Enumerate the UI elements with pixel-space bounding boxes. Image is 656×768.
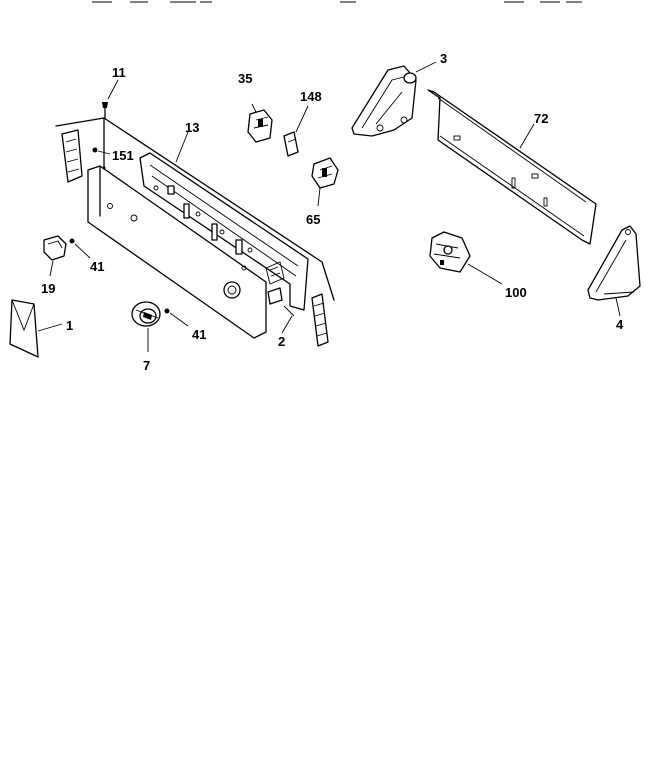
part-41-fastener-left: [69, 238, 91, 259]
part-65-switch: [311, 157, 339, 207]
callout-35: 35: [238, 71, 252, 86]
part-41-fastener-right: [164, 308, 189, 327]
callout-3: 3: [440, 51, 447, 66]
part-72-back-panel: [427, 89, 597, 245]
callout-41-right: 41: [192, 327, 206, 342]
console-back-outline: [103, 117, 335, 301]
callout-7: 7: [143, 358, 150, 373]
callout-13: 13: [185, 120, 199, 135]
callout-41-left: 41: [90, 259, 104, 274]
callout-4: 4: [616, 317, 624, 332]
callout-1: 1: [66, 318, 73, 333]
main-front-panel: [87, 165, 267, 339]
callout-148: 148: [300, 89, 322, 104]
part-100-module: [429, 231, 503, 285]
part-19-knob: [43, 235, 67, 277]
callout-151: 151: [112, 148, 134, 163]
part-35-switch: [247, 103, 273, 143]
callout-72: 72: [534, 111, 548, 126]
callout-11: 11: [112, 65, 126, 80]
callout-19: 19: [41, 281, 55, 296]
part-7-timer-knob: [131, 301, 161, 352]
part-1-envelope: [9, 299, 63, 358]
part-3-bracket-left: [351, 61, 437, 137]
callout-2: 2: [278, 334, 285, 349]
callout-100: 100: [505, 285, 527, 300]
part-148-switch: [283, 105, 309, 157]
right-end-cap: [311, 293, 329, 347]
part-11-screw: [102, 79, 119, 119]
part-4-bracket-right: [587, 225, 641, 317]
part-13-panel-frame: [139, 131, 309, 311]
callout-65: 65: [306, 212, 320, 227]
callout-labels: 1 2 3 4 7 11 13 19 35 41 41 65 72 100 14…: [41, 51, 624, 373]
part-151-screw: [92, 147, 111, 155]
part-2-switch: [267, 287, 295, 334]
